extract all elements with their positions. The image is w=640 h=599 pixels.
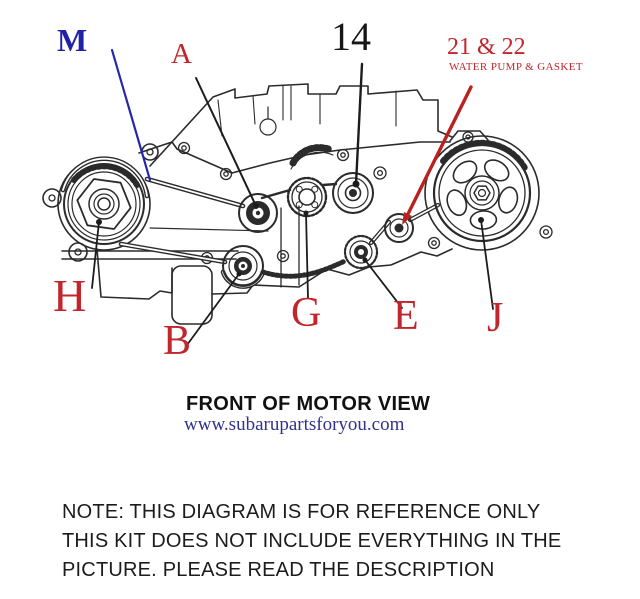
website-text: www.subarupartsforyou.com	[184, 414, 405, 435]
tensioner-pulley-drawing	[222, 245, 264, 287]
leader-line-14	[354, 62, 364, 186]
leader-line-b	[186, 273, 240, 346]
leader-line-g	[305, 212, 309, 299]
leader-line-h	[91, 221, 100, 289]
leader-arrow-water-pump	[402, 212, 412, 225]
callout-j: J	[487, 295, 504, 341]
callout-g: G	[291, 290, 322, 336]
callout-m: M	[57, 22, 88, 58]
engine-line-art	[42, 48, 553, 346]
leader-line-a	[195, 77, 257, 207]
callout-b: B	[163, 318, 192, 364]
callout-h: H	[53, 270, 87, 321]
callout-water-pump-name: WATER PUMP & GASKET	[449, 61, 584, 73]
callout-a: A	[171, 38, 192, 70]
leader-lines	[91, 48, 494, 346]
right-cam-pulley-drawing	[432, 143, 532, 243]
leader-line-e	[364, 259, 403, 309]
crank-sprocket-drawing	[343, 234, 379, 270]
callout-water-pump-number: 21 & 22	[447, 34, 526, 60]
left-cam-pulley-drawing	[63, 163, 145, 245]
leader-line-j	[480, 219, 494, 310]
caption-title: FRONT OF MOTOR VIEW	[186, 393, 431, 415]
leader-line-water-pump	[404, 85, 473, 220]
note-line-1: NOTE: THIS DIAGRAM IS FOR REFERENCE ONLY	[62, 501, 541, 523]
reference-note: NOTE: THIS DIAGRAM IS FOR REFERENCE ONLY…	[62, 498, 561, 585]
water-pump-pulley-drawing	[384, 213, 414, 243]
callout-e: E	[393, 293, 419, 339]
idler-pulley-drawing	[238, 193, 278, 233]
note-line-2: THIS KIT DOES NOT INCLUDE EVERYTHING IN …	[62, 530, 562, 552]
cam-sprocket-drawing	[286, 176, 328, 218]
belt-idler-pulley-drawing	[332, 172, 374, 214]
leader-line-m	[110, 48, 152, 182]
callout-14: 14	[331, 14, 371, 59]
note-line-3: PICTURE. PLEASE READ THE DESCRIPTION	[62, 559, 495, 581]
